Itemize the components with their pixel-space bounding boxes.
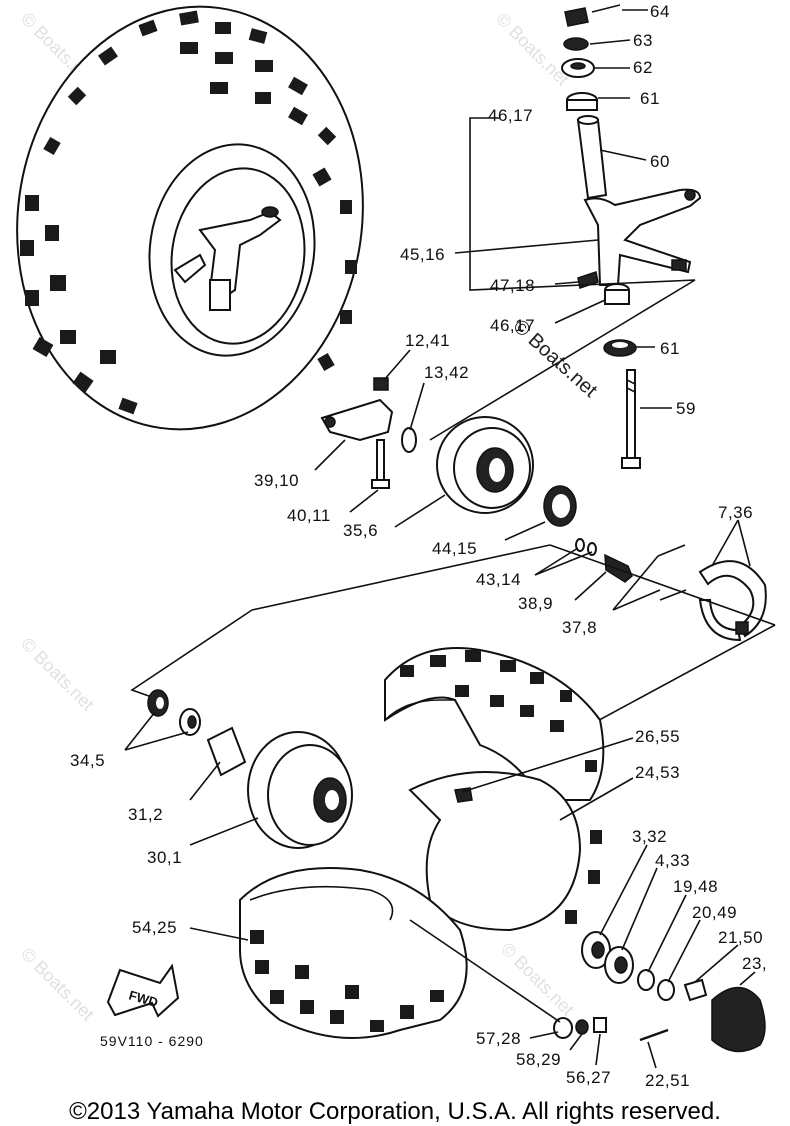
diagram-code: 59V110 - 6290 [100,1033,204,1049]
axle-parts [409,919,766,1053]
callout-43-14: 43,14 [476,570,521,589]
callout-34-5: 34,5 [70,751,105,770]
front-tire-assembled [16,5,364,431]
watermark-faint: © Boats.net [492,9,573,90]
callout-61: 61 [660,339,680,358]
callout-54-25: 54,25 [132,918,177,937]
fwd-arrow: FWD [106,963,180,1018]
callout-13-42: 13,42 [424,363,469,382]
callout-30-1: 30,1 [147,848,182,867]
callout-59: 59 [676,399,696,418]
callout-23: 23, [742,954,767,973]
callout-46-17: 46,17 [490,316,535,335]
front-wheel-exploded [147,647,605,1039]
callout-62: 62 [633,58,653,77]
callout-12-41: 12,41 [405,331,450,350]
callout-45-16: 45,16 [400,245,445,264]
callout-56-27: 56,27 [566,1068,611,1087]
callout-39-10: 39,10 [254,471,299,490]
callout-4-33: 4,33 [655,851,690,870]
callout-labels: 64 63 62 61 46,17 60 45,16 47,18 46,17 6… [70,2,767,1090]
assembly-bracket-line [429,117,696,441]
diagram-drawing: © Boats.net © Boats.net © Boats.net © Bo… [16,2,776,1090]
callout-7-36: 7,36 [718,503,753,522]
callout-63: 63 [633,31,653,50]
callout-47-18: 47,18 [490,276,535,295]
callout-57-28: 57,28 [476,1029,521,1048]
callout-22-51: 22,51 [645,1071,690,1090]
watermark-main: © Boats.net [509,315,602,402]
callout-37-8: 37,8 [562,618,597,637]
callout-64: 64 [650,2,670,21]
leader-lines [124,9,756,1069]
callout-58-29: 58,29 [516,1050,561,1069]
callout-60: 60 [650,152,670,171]
callout-40-11: 40,11 [287,506,331,525]
callout-35-6: 35,6 [343,521,378,540]
callout-38-9: 38,9 [518,594,553,613]
callout-21-50: 21,50 [718,928,763,947]
brake-assembly [320,377,767,642]
watermark-faint: © Boats.net [17,634,98,715]
callout-46-17: 46,17 [488,106,533,125]
callout-31-2: 31,2 [128,805,163,824]
callout-61: 61 [640,89,660,108]
callout-20-49: 20,49 [692,903,737,922]
callout-26-55: 26,55 [635,727,680,746]
copyright-notice: ©2013 Yamaha Motor Corporation, U.S.A. A… [69,1098,721,1125]
knuckle-stack [561,4,702,469]
callout-3-32: 3,32 [632,827,667,846]
callout-19-48: 19,48 [673,877,718,896]
watermark-faint: © Boats.net [17,944,98,1025]
callout-44-15: 44,15 [432,539,477,558]
callout-24-53: 24,53 [635,763,680,782]
